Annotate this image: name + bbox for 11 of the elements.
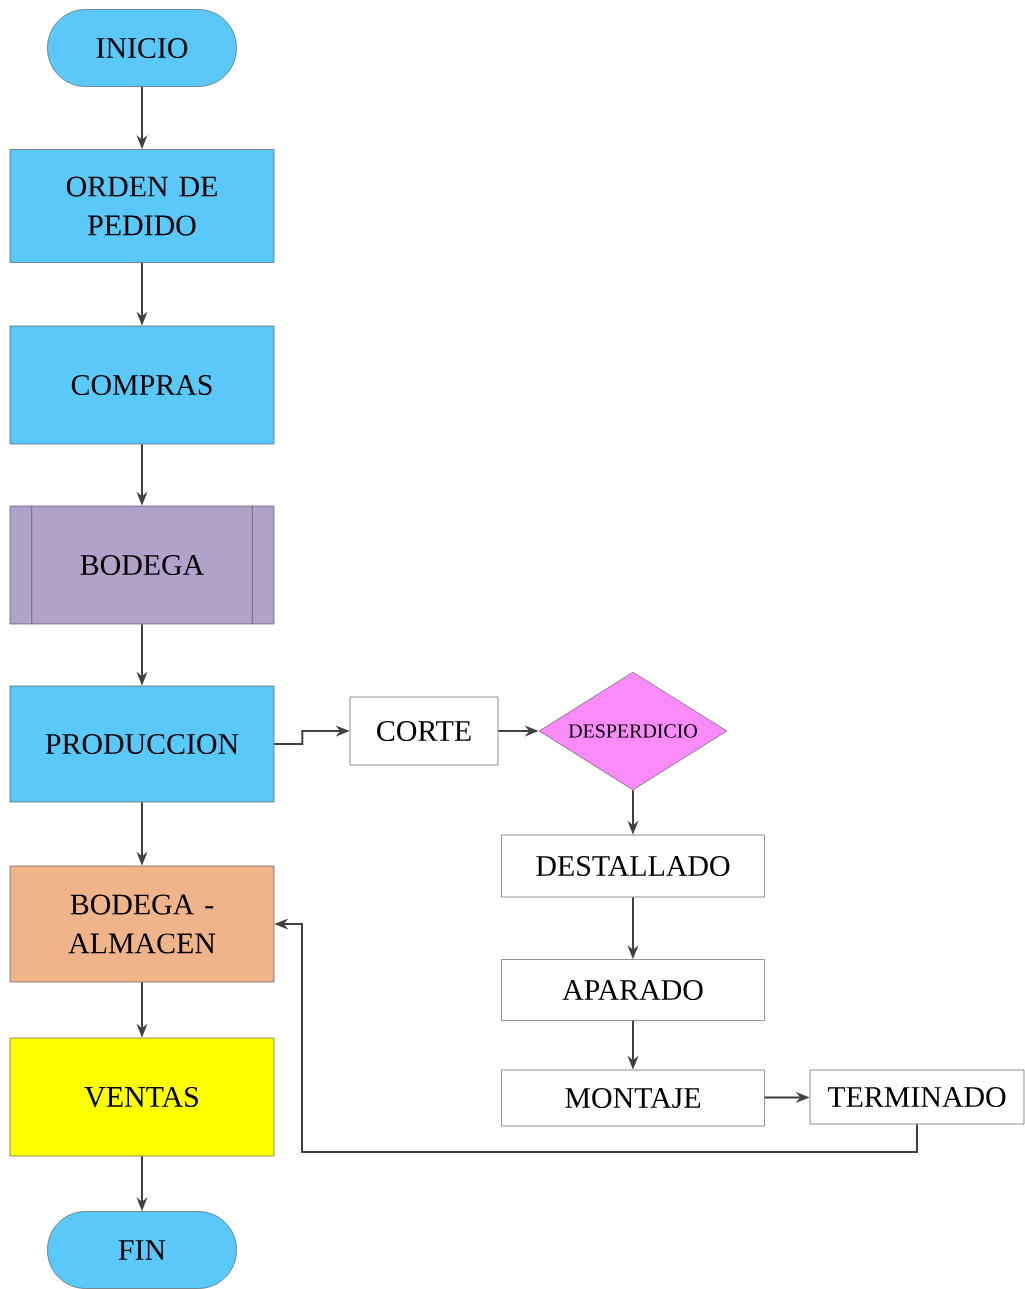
process-box: APARADO xyxy=(501,959,765,1021)
process-box: DESTALLADO xyxy=(501,834,765,898)
process-box: VENTAS xyxy=(9,1037,275,1157)
process-box: BODEGA - ALMACEN xyxy=(9,865,275,983)
process-box: MONTAJE xyxy=(501,1069,765,1127)
process-box: PRODUCCION xyxy=(9,685,275,803)
predefined-process-box: BODEGA xyxy=(9,505,275,625)
process-box: CORTE xyxy=(349,696,499,766)
process-box: ORDEN DE PEDIDO xyxy=(9,149,275,263)
process-box: TERMINADO xyxy=(809,1069,1025,1125)
process-box: COMPRAS xyxy=(9,325,275,445)
